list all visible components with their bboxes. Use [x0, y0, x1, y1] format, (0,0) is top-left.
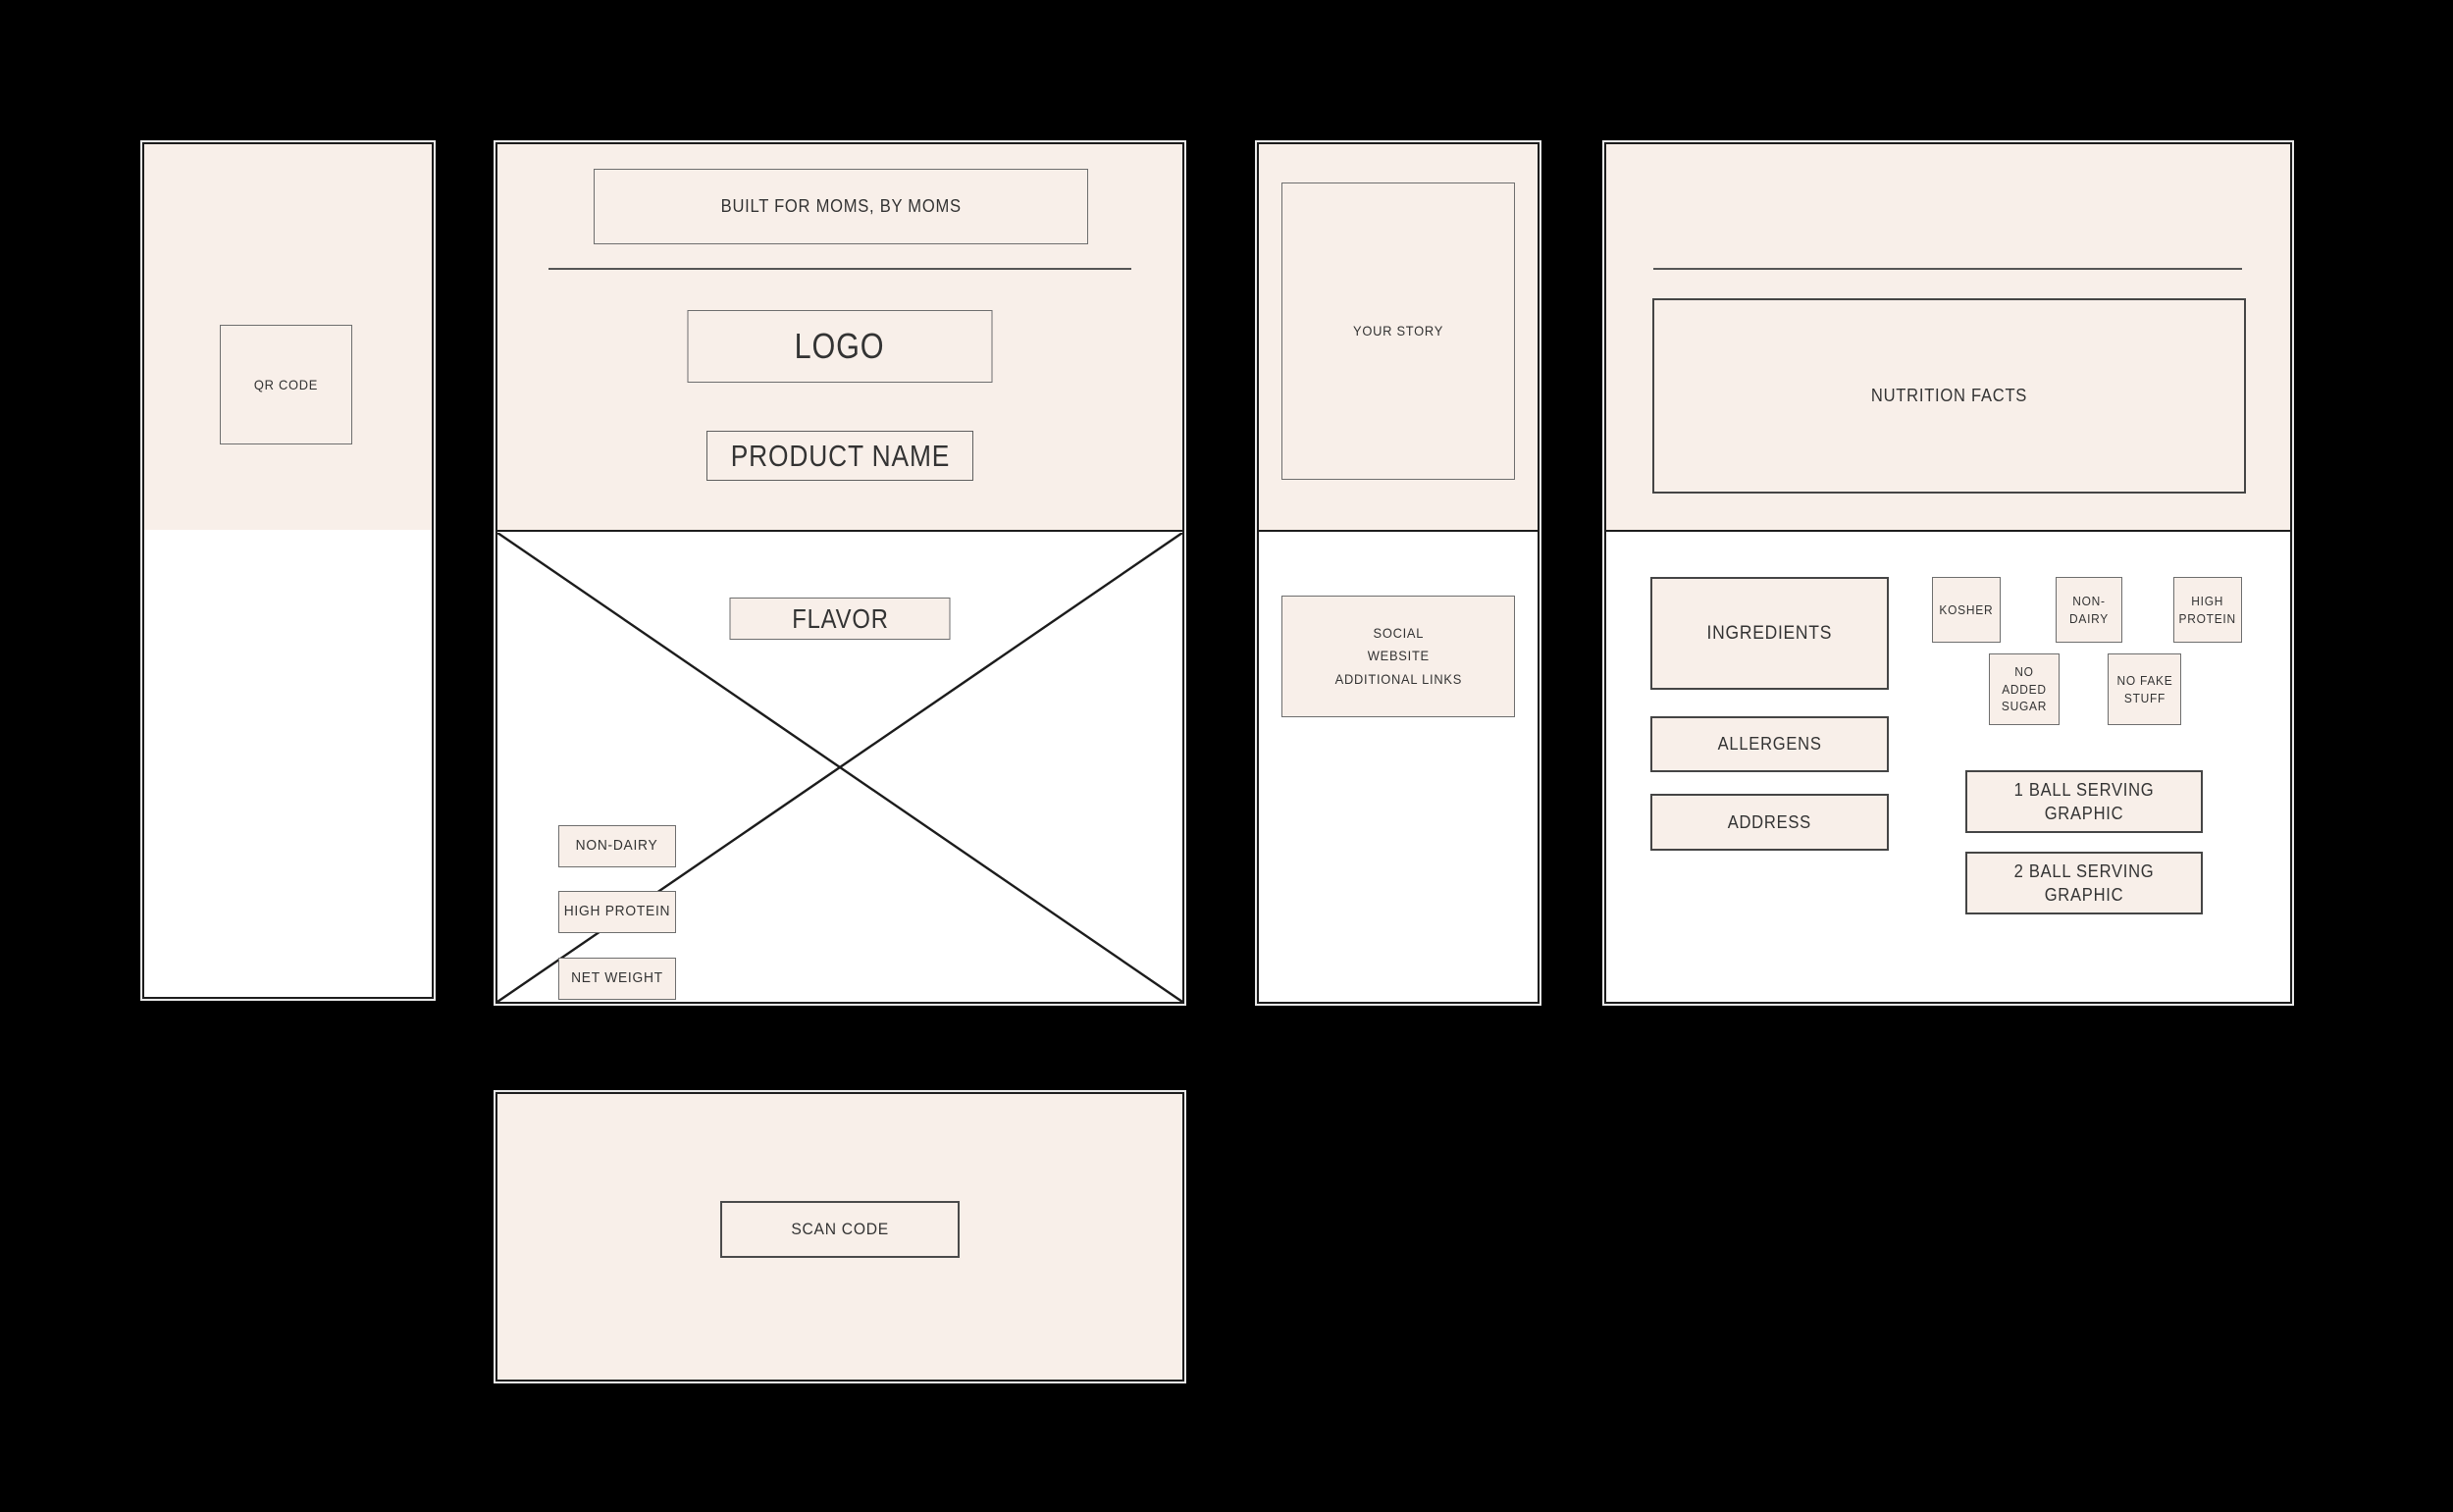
badge-non-dairy-label: NON-DAIRY — [2068, 593, 2110, 626]
your-story-label: YOUR STORY — [1352, 323, 1444, 339]
logo-placeholder: LOGO — [687, 310, 993, 383]
badge-non-dairy: NON-DAIRY — [2056, 577, 2122, 643]
pink-section: QR CODE — [144, 144, 432, 532]
front-badge-non-dairy-label: NON-DAIRY — [576, 837, 658, 855]
front-badge-net-weight: NET WEIGHT — [558, 958, 676, 1000]
nutrition-facts-label: NUTRITION FACTS — [1870, 386, 2028, 406]
address-label: ADDRESS — [1727, 811, 1812, 832]
serving-graphic-1-placeholder: 1 BALL SERVING GRAPHIC — [1965, 770, 2203, 833]
white-section: INGREDIENTS ALLERGENS ADDRESS KOSHER NON… — [1606, 533, 2290, 1002]
back-divider — [1653, 268, 2242, 270]
panel-story: YOUR STORY SOCIAL WEBSITE ADDITIONAL LIN… — [1257, 142, 1540, 1004]
serving-graphic-2-placeholder: 2 BALL SERVING GRAPHIC — [1965, 852, 2203, 914]
panel-front: BUILT FOR MOMS, BY MOMS LOGO PRODUCT NAM… — [496, 142, 1184, 1004]
pink-section: BUILT FOR MOMS, BY MOMS LOGO PRODUCT NAM… — [497, 144, 1182, 532]
product-name-label: PRODUCT NAME — [730, 438, 950, 473]
badge-no-fake-stuff-label: NO FAKE STUFF — [2115, 672, 2172, 705]
ingredients-label: INGREDIENTS — [1706, 622, 1833, 644]
badge-high-protein-label: HIGH PROTEIN — [2178, 593, 2237, 626]
qr-code-label: QR CODE — [253, 376, 319, 392]
white-section — [144, 530, 432, 997]
serving-graphic-1-label: 1 BALL SERVING GRAPHIC — [2013, 779, 2155, 823]
badge-no-added-sugar-label: NO ADDED SUGAR — [2001, 664, 2048, 714]
pink-section: NUTRITION FACTS — [1606, 144, 2290, 532]
scan-code-placeholder: SCAN CODE — [720, 1201, 960, 1258]
panel-side-qr: QR CODE — [142, 142, 434, 999]
front-badge-high-protein: HIGH PROTEIN — [558, 891, 676, 933]
badge-no-added-sugar: NO ADDED SUGAR — [1989, 653, 2060, 725]
logo-label: LOGO — [795, 325, 885, 366]
badge-no-fake-stuff: NO FAKE STUFF — [2108, 653, 2181, 725]
white-section: FLAVOR NON-DAIRY HIGH PROTEIN NET WEIGHT — [497, 533, 1182, 1002]
nutrition-facts-placeholder: NUTRITION FACTS — [1652, 298, 2246, 494]
serving-graphic-2-label: 2 BALL SERVING GRAPHIC — [2013, 860, 2155, 905]
address-placeholder: ADDRESS — [1650, 794, 1889, 851]
badge-kosher: KOSHER — [1932, 577, 2001, 643]
allergens-label: ALLERGENS — [1717, 734, 1822, 755]
panel-bottom-scan: SCAN CODE — [496, 1092, 1184, 1382]
qr-code-placeholder: QR CODE — [220, 325, 352, 444]
front-divider — [548, 268, 1131, 270]
white-section: SOCIAL WEBSITE ADDITIONAL LINKS — [1259, 533, 1538, 1002]
ingredients-placeholder: INGREDIENTS — [1650, 577, 1889, 690]
front-badge-net-weight-label: NET WEIGHT — [571, 969, 663, 987]
scan-code-label: SCAN CODE — [791, 1219, 889, 1238]
flavor-label: FLAVOR — [791, 602, 889, 634]
tagline-label: BUILT FOR MOMS, BY MOMS — [720, 196, 962, 217]
front-badge-non-dairy: NON-DAIRY — [558, 825, 676, 867]
front-badge-high-protein-label: HIGH PROTEIN — [563, 903, 671, 920]
flavor-placeholder: FLAVOR — [729, 598, 951, 640]
links-label: SOCIAL WEBSITE ADDITIONAL LINKS — [1334, 625, 1462, 687]
links-placeholder: SOCIAL WEBSITE ADDITIONAL LINKS — [1281, 596, 1515, 717]
badge-kosher-label: KOSHER — [1939, 601, 1994, 617]
pink-section: YOUR STORY — [1259, 144, 1538, 532]
product-name-placeholder: PRODUCT NAME — [706, 431, 973, 481]
your-story-placeholder: YOUR STORY — [1281, 182, 1515, 480]
badge-high-protein: HIGH PROTEIN — [2173, 577, 2242, 643]
allergens-placeholder: ALLERGENS — [1650, 716, 1889, 772]
panel-back: NUTRITION FACTS INGREDIENTS ALLERGENS AD… — [1604, 142, 2292, 1004]
tagline-box: BUILT FOR MOMS, BY MOMS — [594, 169, 1088, 244]
